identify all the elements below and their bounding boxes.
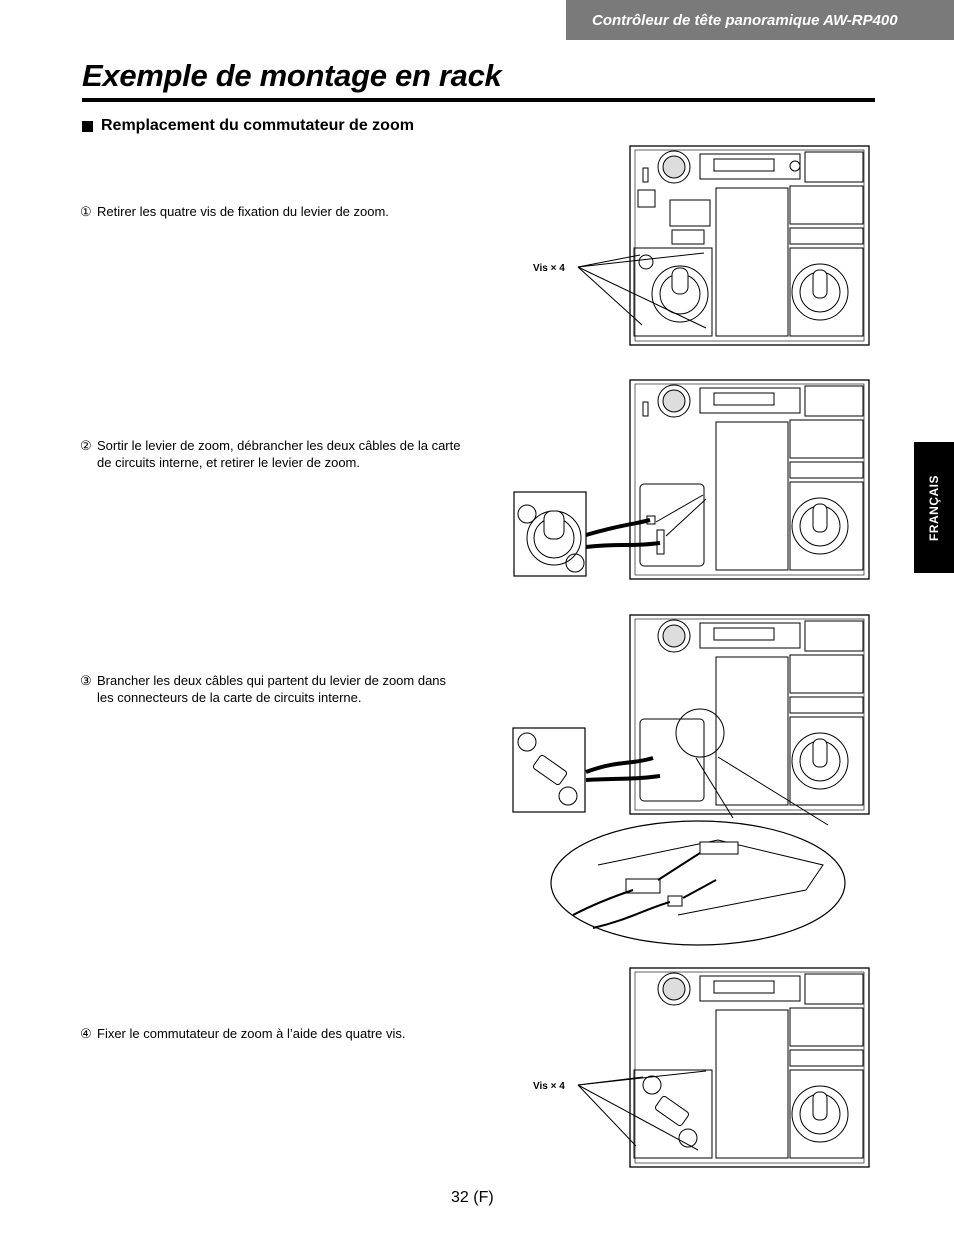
screws-label: Vis × 4 (533, 263, 565, 274)
section-heading: Remplacement du commutateur de zoom (82, 117, 414, 135)
step-text: Sortir le levier de zoom, débrancher les… (97, 438, 461, 470)
language-tab: FRANÇAIS (914, 442, 954, 573)
page-title: Exemple de montage en rack (82, 58, 502, 93)
section-title: Remplacement du commutateur de zoom (101, 117, 414, 134)
header-bar: Contrôleur de tête panoramique AW-RP400 (566, 0, 954, 40)
control-panel-illustration (629, 379, 870, 580)
step-text: Retirer les quatre vis de fixation du le… (97, 204, 389, 219)
title-rule (82, 98, 875, 102)
step-number: ① (80, 204, 92, 219)
control-panel-illustration (629, 614, 870, 815)
step-1: ① Retirer les quatre vis de fixation du … (80, 203, 480, 220)
product-name: Contrôleur de tête panoramique AW-RP400 (592, 11, 898, 29)
figure-4-panel: Vis × 4 (533, 967, 870, 1168)
screws-label: Vis × 4 (533, 1081, 565, 1092)
figure-3-panel (512, 614, 870, 946)
figure-2-panel (513, 379, 870, 580)
page-number: 32 (F) (451, 1189, 494, 1206)
step-4: ④ Fixer le commutateur de zoom à l’aide … (80, 1025, 500, 1042)
step-number: ② (80, 438, 92, 453)
step-number: ④ (80, 1026, 92, 1041)
step-2: ② Sortir le levier de zoom, débrancher l… (80, 437, 472, 471)
step-number: ③ (80, 673, 92, 688)
step-3: ③ Brancher les deux câbles qui partent d… (80, 672, 460, 706)
control-panel-illustration (629, 145, 870, 346)
figure-1-panel: Vis × 4 (533, 145, 870, 346)
square-bullet-icon (82, 120, 93, 132)
language-label: FRANÇAIS (927, 474, 941, 541)
step-text: Brancher les deux câbles qui partent du … (97, 673, 447, 705)
step-text: Fixer le commutateur de zoom à l’aide de… (97, 1026, 406, 1041)
control-panel-illustration (629, 967, 870, 1168)
